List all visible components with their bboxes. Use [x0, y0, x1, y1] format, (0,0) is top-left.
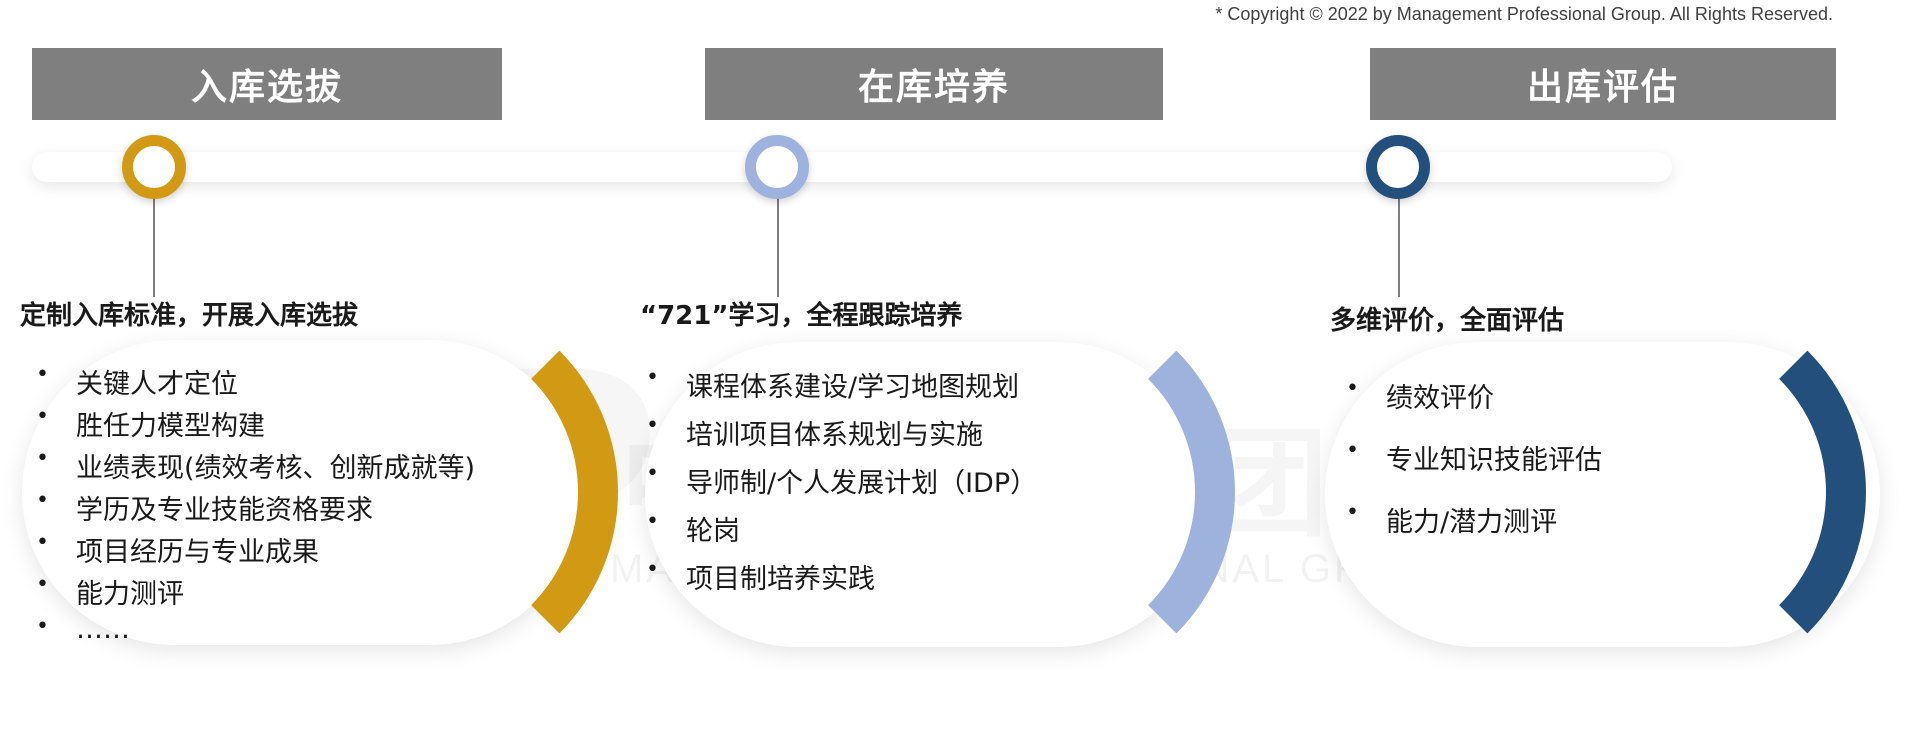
list-item: 关键人才定位	[32, 362, 475, 404]
stage-3-header: 出库评估	[1370, 48, 1836, 120]
list-item: 胜任力模型构建	[32, 404, 475, 446]
stage-1-connector	[153, 195, 155, 297]
list-item: 项目经历与专业成果	[32, 530, 475, 572]
stage-3-points: 绩效评价 专业知识技能评估 能力/潜力测评	[1342, 376, 1602, 562]
list-item: 导师制/个人发展计划（IDP）	[642, 461, 1037, 509]
list-item: ……	[32, 614, 475, 656]
stage-1-subtitle: 定制入库标准，开展入库选拔	[20, 301, 359, 331]
list-item: 专业知识技能评估	[1342, 438, 1602, 500]
stage-2-node	[745, 135, 809, 199]
stage-2-points: 课程体系建设/学习地图规划 培训项目体系规划与实施 导师制/个人发展计划（IDP…	[642, 365, 1037, 605]
stage-3-subtitle: 多维评价，全面评估	[1330, 306, 1565, 336]
list-item: 轮岗	[642, 509, 1037, 557]
stage-2-connector	[777, 195, 779, 297]
stage-2-subtitle: “721”学习，全程跟踪培养	[640, 301, 963, 331]
stage-1-points: 关键人才定位 胜任力模型构建 业绩表现(绩效考核、创新成就等) 学历及专业技能资…	[32, 362, 475, 656]
list-item: 项目制培养实践	[642, 557, 1037, 605]
stage-3-node	[1366, 135, 1430, 199]
stage-2-header: 在库培养	[705, 48, 1163, 120]
stage-1-node	[122, 135, 186, 199]
stage-1-header: 入库选拔	[32, 48, 502, 120]
list-item: 绩效评价	[1342, 376, 1602, 438]
list-item: 课程体系建设/学习地图规划	[642, 365, 1037, 413]
copyright-notice: * Copyright © 2022 by Management Profess…	[1215, 4, 1833, 24]
list-item: 业绩表现(绩效考核、创新成就等)	[32, 446, 475, 488]
stage-3-connector	[1398, 195, 1400, 297]
list-item: 培训项目体系规划与实施	[642, 413, 1037, 461]
list-item: 学历及专业技能资格要求	[32, 488, 475, 530]
list-item: 能力/潜力测评	[1342, 500, 1602, 562]
list-item: 能力测评	[32, 572, 475, 614]
